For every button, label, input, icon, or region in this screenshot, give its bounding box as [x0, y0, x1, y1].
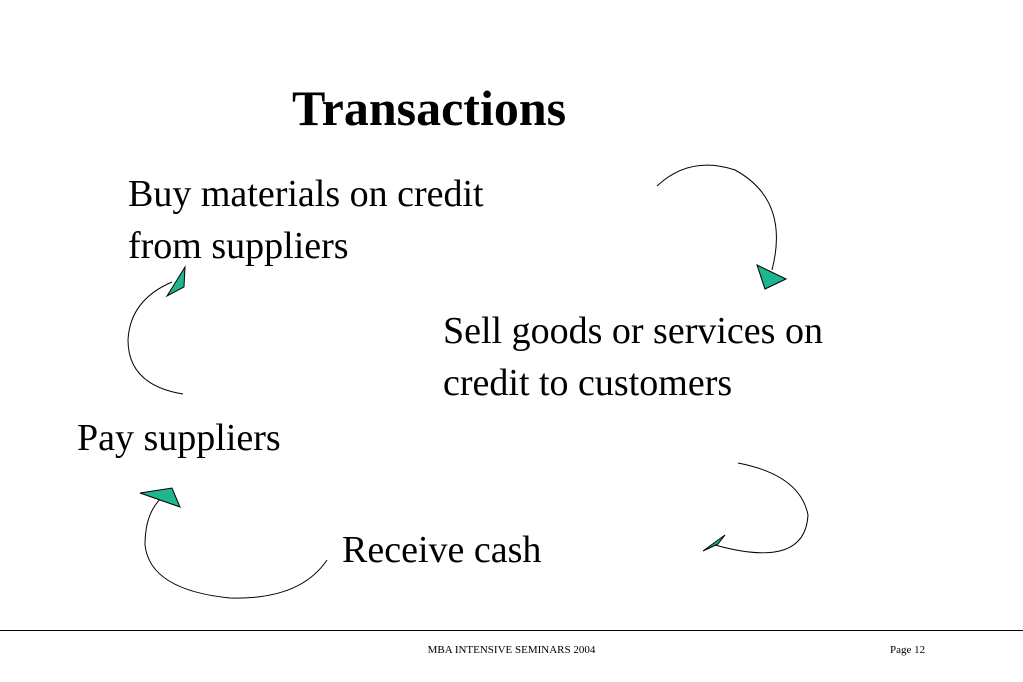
step-sell-line-1: Sell goods or services on: [443, 310, 823, 352]
slide-title: Transactions: [292, 80, 567, 136]
footer-page-number: Page 12: [890, 644, 926, 656]
arrow-sell-to-receive: [702, 462, 809, 554]
arrow-buy-to-sell: [656, 164, 788, 290]
step-buy-materials: Buy materials on credit from suppliers: [128, 168, 484, 272]
footer-seminar-label: MBA INTENSIVE SEMINARS 2004: [427, 644, 596, 656]
step-buy-line-2: from suppliers: [128, 225, 349, 267]
step-receive-cash: Receive cash: [342, 529, 542, 571]
step-sell-goods: Sell goods or services on credit to cust…: [443, 305, 823, 409]
footer-divider: [0, 630, 1023, 631]
arrow-pay-to-buy: [127, 265, 186, 395]
step-sell-line-2: credit to customers: [443, 362, 733, 404]
arrow-receive-to-pay: [139, 487, 328, 599]
step-pay-suppliers: Pay suppliers: [77, 417, 281, 459]
step-buy-line-1: Buy materials on credit: [128, 173, 484, 215]
